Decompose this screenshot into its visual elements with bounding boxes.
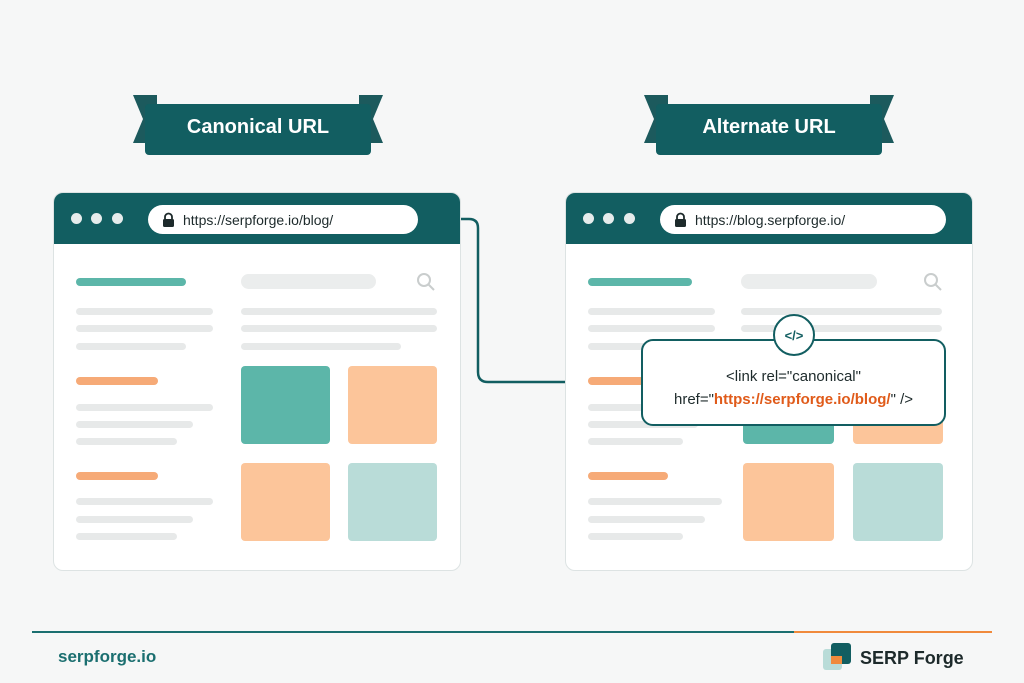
brand-name: SERP Forge: [860, 648, 964, 668]
text-line: [76, 308, 213, 315]
window-dot[interactable]: [71, 213, 82, 224]
browser-titlebar: https://blog.serpforge.io/: [566, 193, 972, 244]
canonical-label: Canonical URL: [186, 115, 330, 138]
heading-placeholder: [588, 377, 668, 385]
alternate-ribbon: Alternate URL: [644, 95, 894, 157]
text-line: [588, 516, 705, 523]
code-href-url: https://serpforge.io/blog/: [713, 391, 891, 408]
heading-placeholder: [76, 278, 186, 286]
alternate-url-bar[interactable]: https://blog.serpforge.io/: [660, 205, 946, 234]
image-tile: [348, 366, 437, 444]
text-line: [76, 404, 213, 411]
text-line: [241, 325, 437, 332]
text-line: [588, 325, 715, 332]
window-dot[interactable]: [624, 213, 635, 224]
canonical-url-bar[interactable]: https://serpforge.io/blog/: [148, 205, 418, 234]
footer-divider-accent: [794, 631, 992, 633]
text-line: [741, 325, 942, 332]
alternate-url-text: https://blog.serpforge.io/: [695, 211, 846, 228]
code-icon: </>: [773, 314, 815, 356]
footer-site-link[interactable]: serpforge.io: [58, 647, 157, 666]
text-line: [588, 533, 683, 540]
image-tile: [743, 463, 834, 541]
serp-forge-logo: [823, 643, 851, 670]
image-tile: [241, 463, 330, 541]
text-line: [76, 533, 177, 540]
text-line: [241, 343, 401, 350]
window-dot[interactable]: [603, 213, 614, 224]
text-line: [241, 308, 437, 315]
window-dot[interactable]: [91, 213, 102, 224]
code-href-prefix: href=": [673, 391, 714, 408]
alternate-label: Alternate URL: [702, 115, 836, 138]
search-icon[interactable]: [923, 272, 943, 292]
canonical-browser-window: https://serpforge.io/blog/: [53, 192, 461, 571]
heading-placeholder: [76, 472, 158, 480]
image-tile: [241, 366, 330, 444]
text-line: [76, 325, 213, 332]
canonical-url-text: https://serpforge.io/blog/: [183, 211, 334, 228]
code-href-suffix: " />: [890, 391, 914, 408]
text-line: [741, 308, 942, 315]
lock-icon: [675, 212, 686, 227]
ribbon-shape: [133, 95, 383, 155]
heading-placeholder: [76, 377, 158, 385]
code-line-2: href="https://serpforge.io/blog/" />: [643, 391, 944, 408]
search-icon[interactable]: [416, 272, 436, 292]
window-dot[interactable]: [112, 213, 123, 224]
text-line: [588, 438, 683, 445]
image-tile: [853, 463, 943, 541]
search-bar-placeholder: [741, 274, 877, 289]
footer-divider: [32, 631, 794, 633]
text-line: [588, 308, 715, 315]
image-tile: [348, 463, 437, 541]
text-line: [76, 516, 193, 523]
canonical-tag-popover: <link rel="canonical" href="https://serp…: [641, 339, 946, 426]
canonical-ribbon: Canonical URL: [133, 95, 383, 157]
text-line: [76, 421, 193, 428]
text-line: [76, 343, 186, 350]
heading-placeholder: [588, 278, 692, 286]
browser-titlebar: https://serpforge.io/blog/: [54, 193, 460, 244]
heading-placeholder: [588, 472, 668, 480]
code-line-1: <link rel="canonical": [726, 368, 861, 385]
lock-icon: [163, 212, 174, 227]
text-line: [76, 438, 177, 445]
text-line: [76, 498, 213, 505]
text-line: [588, 421, 698, 428]
window-dot[interactable]: [583, 213, 594, 224]
ribbon-shape: [644, 95, 894, 155]
search-bar-placeholder: [241, 274, 376, 289]
text-line: [588, 498, 722, 505]
